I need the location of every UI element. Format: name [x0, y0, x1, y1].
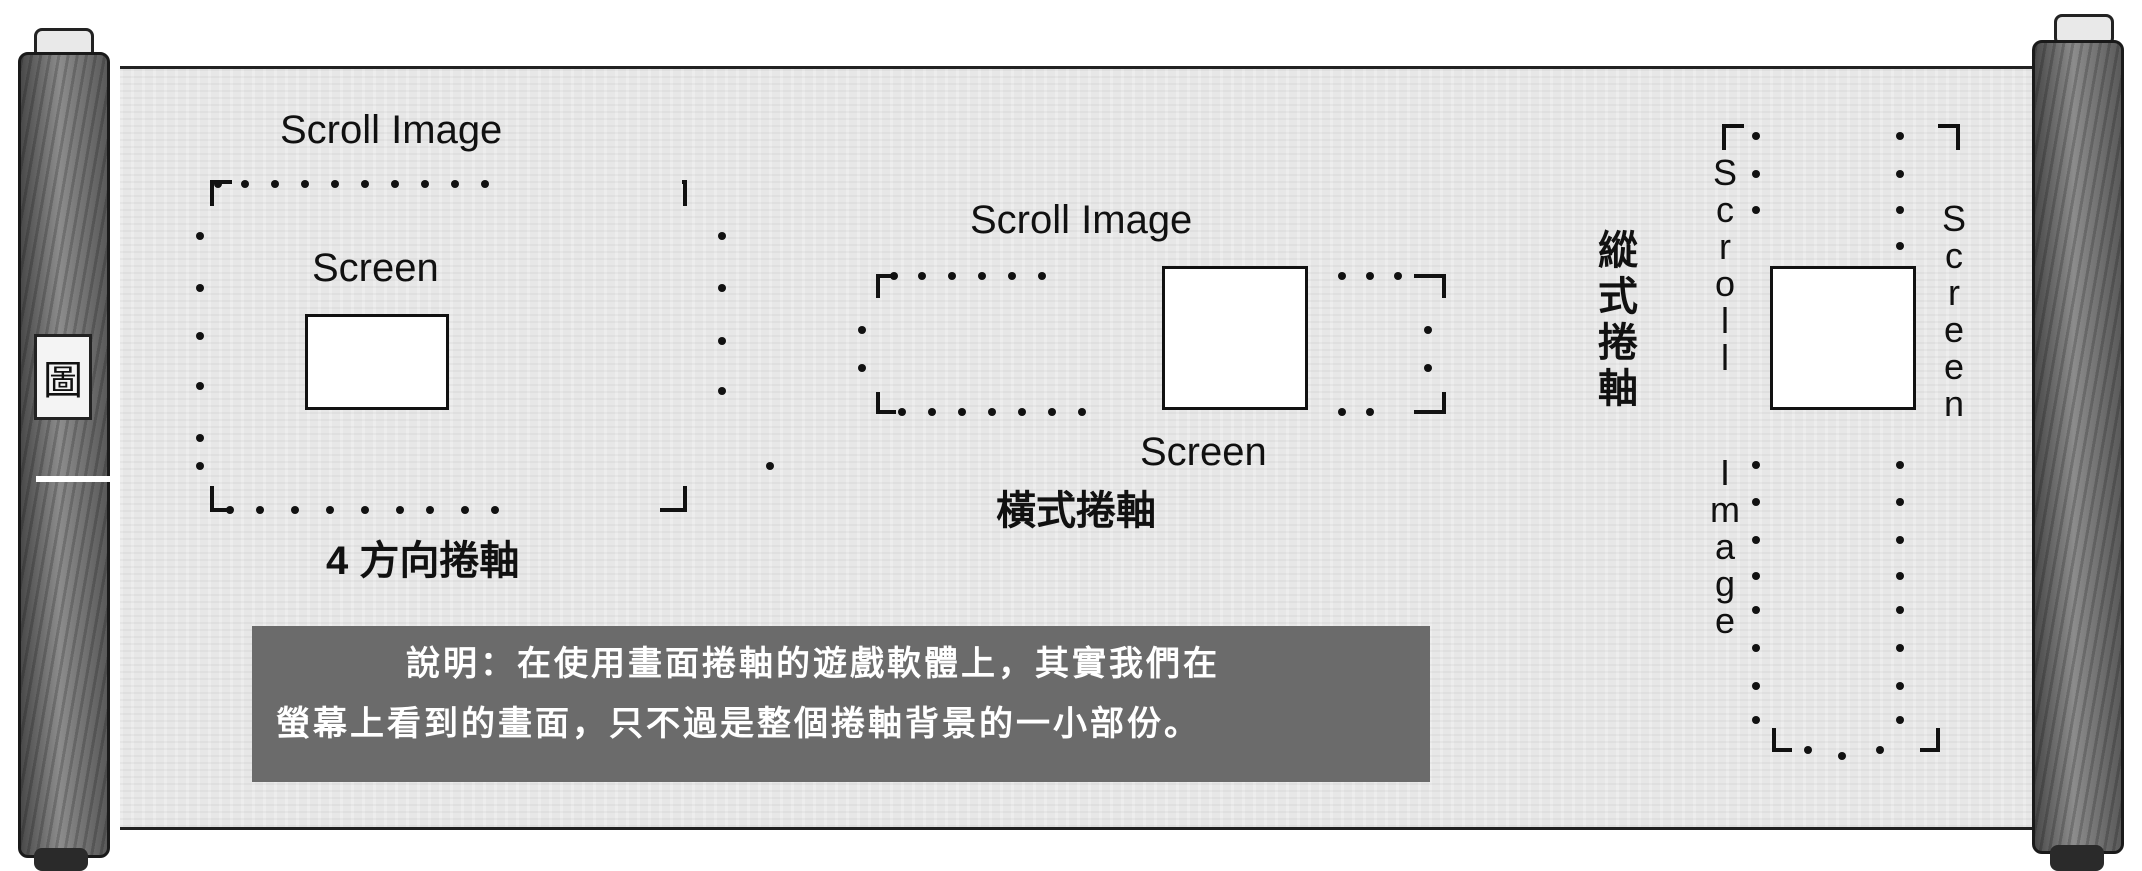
label-char: e: [1943, 309, 1965, 350]
screen-label: Screen: [312, 246, 439, 290]
scroll-image-dotted-frame: [858, 272, 1446, 416]
scroll-image-label: Scroll Image: [280, 108, 503, 152]
screen-box: [305, 314, 449, 410]
label-char: c: [1716, 189, 1734, 230]
label-char: n: [1943, 383, 1965, 424]
title-char: 軸: [1598, 367, 1638, 411]
diagram-horizontal: Scroll Image Screen 橫式捲軸: [840, 180, 1460, 540]
label-char: r: [1719, 226, 1731, 267]
label-char: m: [1710, 489, 1740, 530]
title-char: 縱: [1598, 229, 1638, 273]
left-scroll-rod: [18, 52, 110, 858]
explanation-caption: 說明：在使用畫面捲軸的遊戲軟體上，其實我們在 螢幕上看到的畫面，只不過是整個捲軸…: [252, 626, 1430, 782]
diagram-title: 縱 式 捲 軸: [1598, 228, 1638, 412]
diagram-title: 橫式捲軸: [996, 489, 1156, 533]
label-char: l: [1721, 300, 1729, 341]
diagram-vertical: 縱 式 捲 軸 S c r o l l I m a g e S c r e: [1580, 110, 1980, 780]
label-char: o: [1714, 263, 1736, 304]
figure-label: 圖: [43, 359, 83, 403]
left-rod-bottom-cap: [34, 848, 88, 871]
label-char: e: [1714, 600, 1736, 641]
scroll-image-label: Scroll Image: [970, 198, 1193, 242]
caption-line-1: 說明：在使用畫面捲軸的遊戲軟體上，其實我們在: [406, 645, 1220, 683]
right-rod-bottom-cap: [2050, 845, 2104, 871]
label-char: S: [1712, 152, 1737, 193]
title-char: 捲: [1598, 321, 1638, 365]
right-scroll-rod: [2032, 40, 2124, 854]
label-char: e: [1943, 346, 1965, 387]
caption-line-2: 螢幕上看到的畫面，只不過是整個捲軸背景的一小部份。: [276, 705, 1201, 743]
label-char: S: [1942, 198, 1967, 239]
scroll-image-dotted-frame: [196, 180, 774, 514]
screen-box: [1162, 266, 1308, 410]
label-char: a: [1714, 526, 1736, 567]
label-char: g: [1714, 563, 1736, 604]
screen-vertical-label: S c r e e n: [1942, 200, 1966, 422]
diagram-title: 4 方向捲軸: [326, 539, 520, 583]
label-char: I: [1719, 452, 1730, 493]
figure-label-box: 圖: [34, 334, 92, 420]
diagram-four-way: Scroll Image Screen 4 方向捲軸: [120, 66, 1020, 626]
scroll-image-dotted-frame: [1722, 124, 1960, 760]
figure-number-bar: [36, 476, 118, 482]
label-char: c: [1945, 235, 1963, 276]
screen-box: [1770, 266, 1916, 410]
screen-label: Screen: [1140, 430, 1267, 474]
label-char: r: [1948, 272, 1960, 313]
title-char: 式: [1598, 275, 1638, 319]
label-char: l: [1721, 337, 1729, 378]
scroll-image-vertical-label: S c r o l l I m a g e: [1710, 154, 1740, 639]
